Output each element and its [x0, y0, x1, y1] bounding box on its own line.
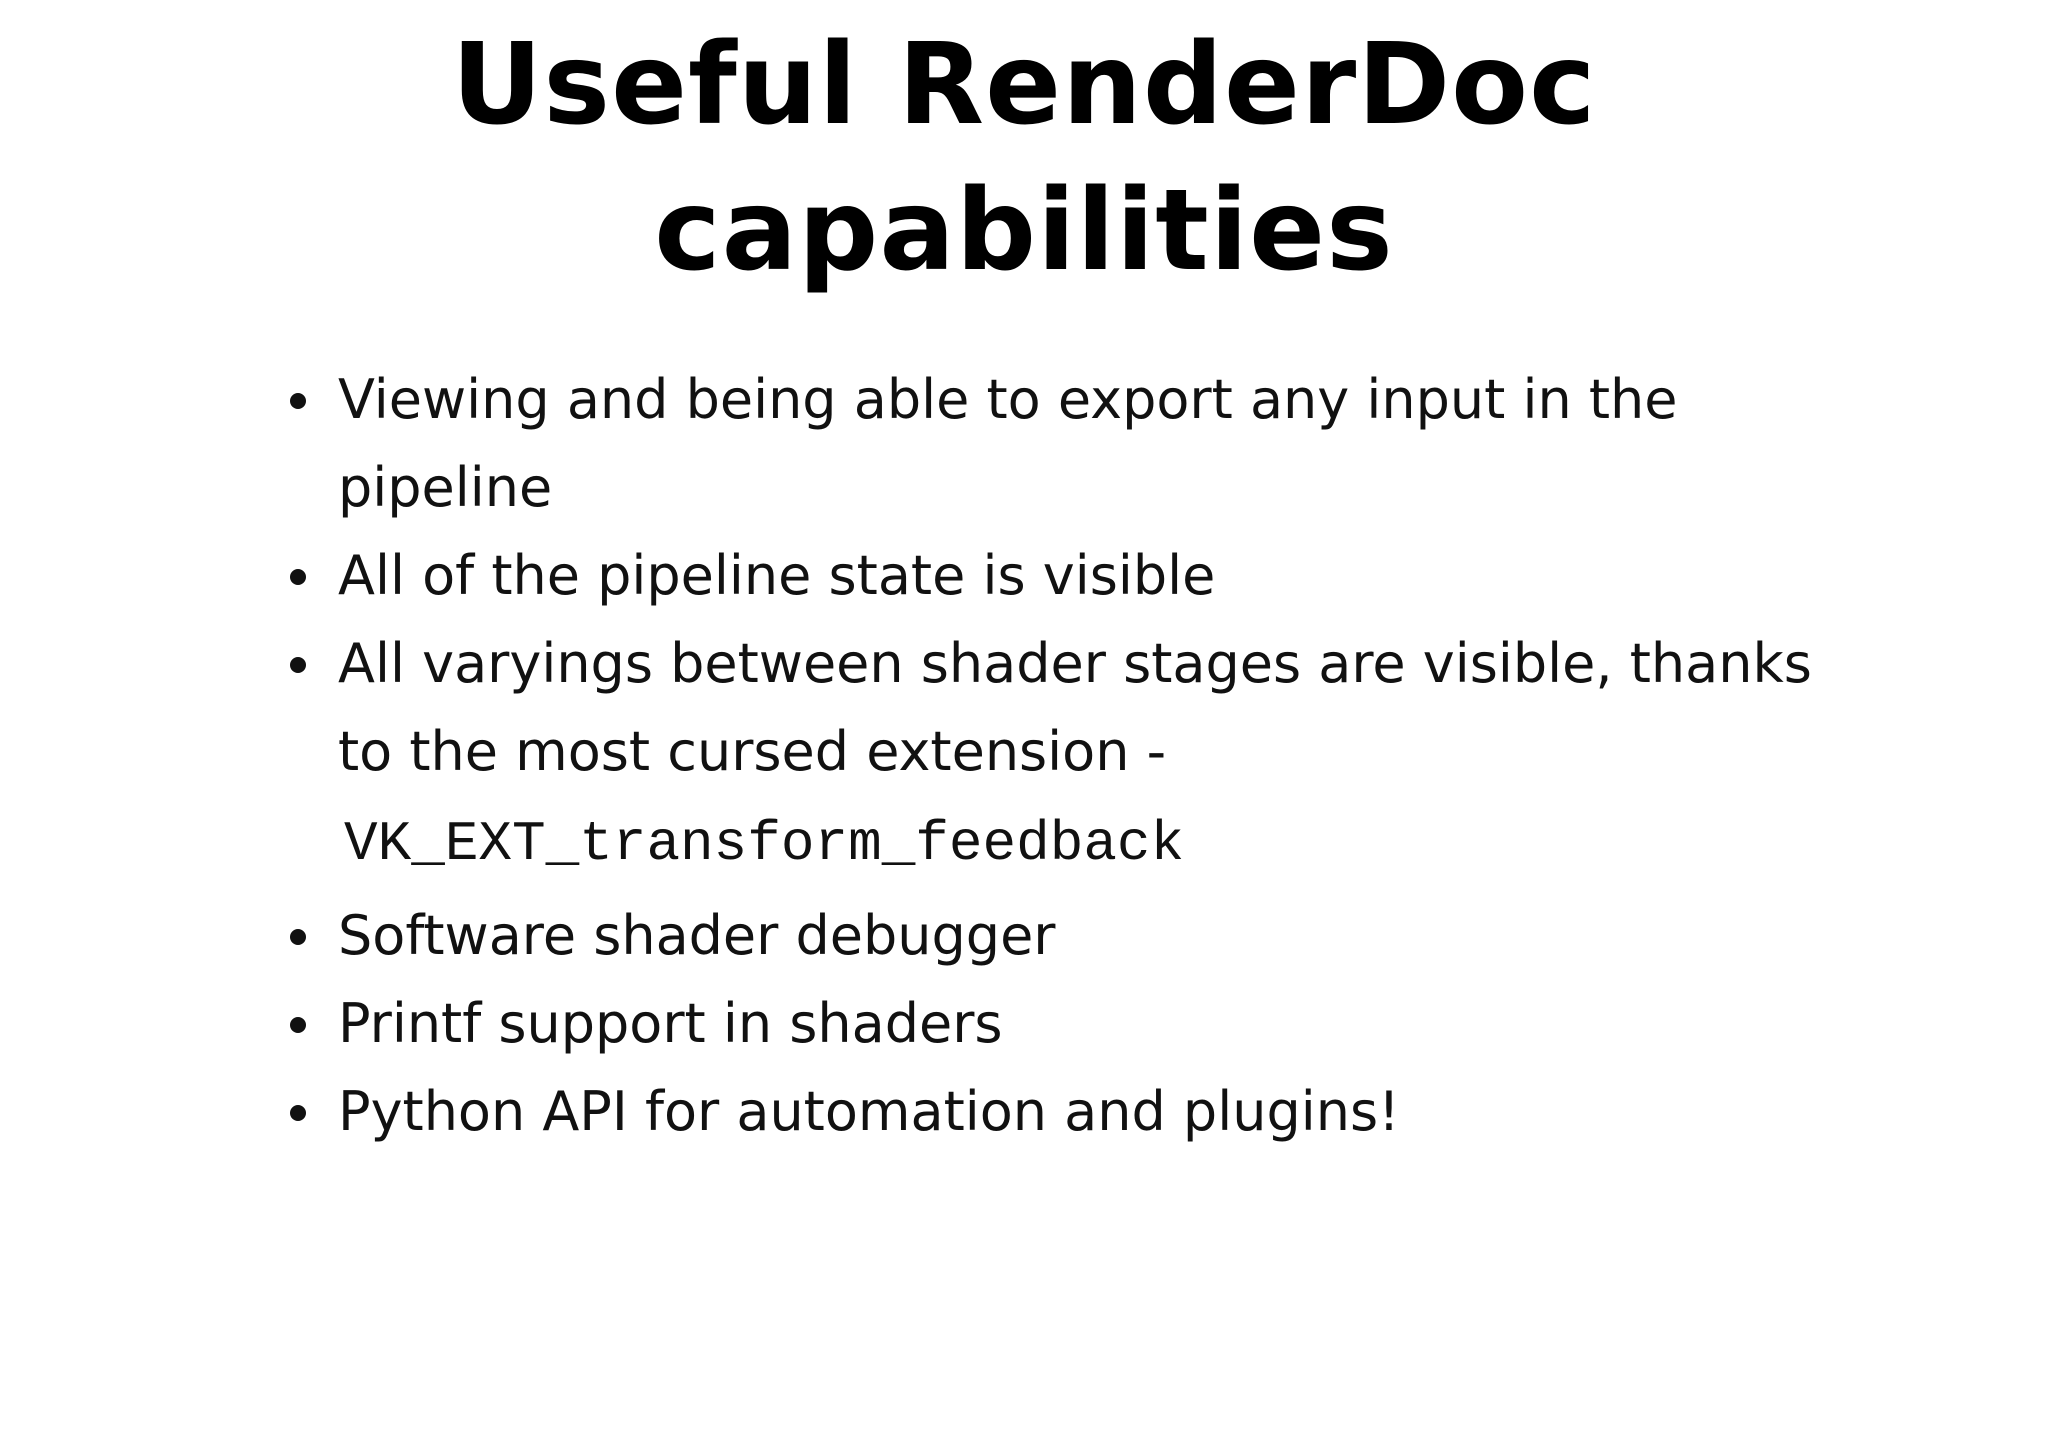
bullet-icon — [290, 569, 306, 585]
list-item-text: All of the pipeline state is visible — [338, 544, 1216, 607]
bullet-icon — [290, 393, 306, 409]
capabilities-list: Viewing and being able to export any inp… — [286, 356, 1846, 1156]
list-item: Python API for automation and plugins! — [286, 1068, 1846, 1156]
extension-code-text: VK_EXT_transform_feedback — [344, 812, 1185, 876]
bullet-icon — [290, 1105, 306, 1121]
list-item: All of the pipeline state is visible — [286, 532, 1846, 620]
list-item: Printf support in shaders — [286, 980, 1846, 1068]
bullet-icon — [290, 657, 306, 673]
list-item-text: Software shader debugger — [338, 904, 1056, 967]
list-item-text-line-1: All varyings between shader stages are v… — [338, 632, 1812, 695]
list-item: Viewing and being able to export any inp… — [286, 356, 1846, 532]
slide-title: Useful RenderDoc capabilities — [0, 12, 2048, 304]
list-item-text-line-2: to the most cursed extension - — [338, 720, 1167, 783]
list-item: Software shader debugger — [286, 892, 1846, 980]
slide-title-line-2: capabilities — [654, 166, 1394, 296]
bullet-icon — [290, 929, 306, 945]
list-item-text-line-1: Viewing and being able to export any inp… — [338, 368, 1678, 431]
bullet-icon — [290, 1017, 306, 1033]
list-item-text: Python API for automation and plugins! — [338, 1080, 1400, 1143]
list-item-text: Printf support in shaders — [338, 992, 1003, 1055]
list-item: All varyings between shader stages are v… — [286, 620, 1846, 892]
list-item-text-line-2: pipeline — [338, 456, 553, 519]
slide-title-line-1: Useful RenderDoc — [451, 20, 1597, 150]
